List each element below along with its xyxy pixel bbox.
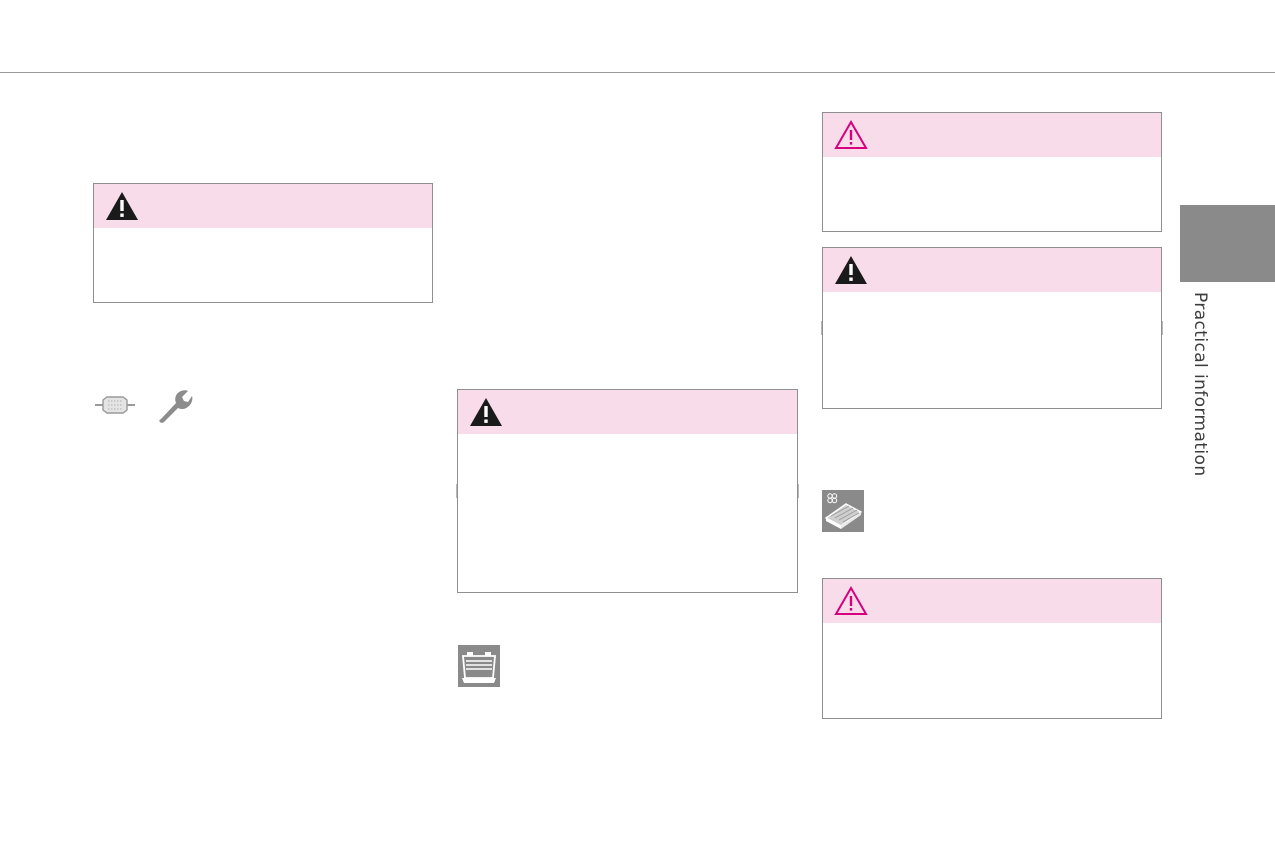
wrench-icon (159, 390, 193, 423)
warning-box-header (823, 579, 1161, 623)
warning-box-2 (456, 389, 799, 593)
warning-triangle-solid-icon (470, 398, 502, 426)
warning-triangle-outline-icon (834, 119, 868, 149)
warning-box-4 (821, 247, 1163, 409)
warning-triangle-solid-icon (835, 256, 867, 284)
header-rule (0, 72, 1275, 73)
chapter-label: Practical information (1190, 292, 1210, 477)
warning-box-header (823, 248, 1161, 292)
warning-box-5 (822, 578, 1162, 719)
warning-triangle-solid-icon (106, 192, 138, 220)
warning-box-header (458, 390, 797, 434)
warning-box-header (823, 113, 1161, 157)
cabin-filter-icon (822, 490, 864, 532)
warning-box-3 (822, 112, 1162, 232)
particle-filter-icon (95, 396, 135, 414)
warning-triangle-outline-icon (834, 585, 868, 615)
warning-box-header (94, 184, 432, 228)
chapter-tab (1180, 205, 1275, 282)
warning-box-1 (93, 183, 433, 303)
battery-icon (458, 645, 500, 687)
